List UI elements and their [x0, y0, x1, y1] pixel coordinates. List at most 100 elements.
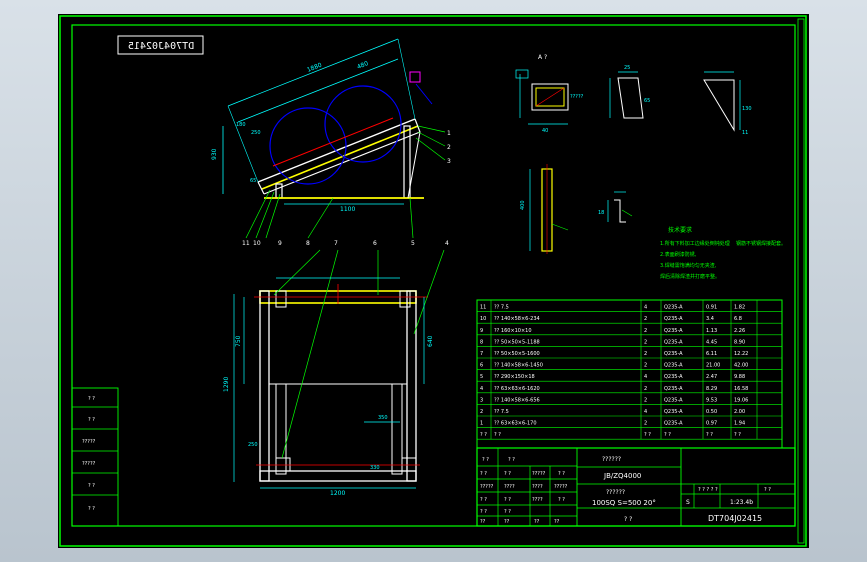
- plan-dim-text-18: 250: [248, 442, 258, 448]
- dim-line-2: [237, 58, 399, 123]
- table-cell-qty: 2: [644, 339, 647, 345]
- incline-end-right: [414, 118, 421, 133]
- tb-row-a-2: ?????: [532, 471, 546, 477]
- callout-bottom-8: 8: [306, 240, 310, 247]
- table-cell-w1: 4.45: [706, 339, 717, 345]
- table-cell-mat: Q235-A: [664, 409, 683, 415]
- table-cell-w2: 2.00: [734, 409, 745, 415]
- table-cell-w2: 16.58: [734, 386, 748, 392]
- dim-text-10: 180: [236, 122, 246, 128]
- detail-e-body: [614, 199, 626, 223]
- detail-marker: [409, 71, 421, 83]
- plan-dim-text-7: 1200: [330, 490, 345, 497]
- tb-row-d-0: ? ?: [480, 509, 487, 515]
- inner-frame: [71, 24, 796, 527]
- tb-row-a-3: ? ?: [558, 471, 565, 477]
- table-cell-w2: 12.22: [734, 351, 748, 357]
- table-cell-w1: 0.97: [706, 421, 717, 427]
- callout-bottom-9: 9: [278, 240, 282, 247]
- dim-text-3: 480: [356, 60, 369, 71]
- tb-col-mid-0: ??: [534, 519, 540, 525]
- plan-post-tr: [399, 290, 411, 308]
- left-strip-2: ?????: [82, 439, 96, 445]
- plan-dim-text-9: 640: [427, 335, 434, 347]
- table-cell-w2: 2.26: [734, 328, 745, 334]
- table-cell-name: ?? 7.5: [494, 409, 509, 415]
- tb-bottom-center: ? ?: [624, 516, 632, 523]
- callout-bottom-11: 11: [242, 240, 250, 247]
- tb-row-c-1: ? ?: [504, 497, 511, 503]
- table-cell-name: ?? 290×150×18: [494, 374, 535, 380]
- drawing-sheet[interactable]: DT704J02415 1880 480 1100 930 180 250 65: [58, 14, 809, 548]
- table-cell-w1: 1.13: [706, 328, 717, 334]
- table-cell-qty: 2: [644, 397, 647, 403]
- dim-text-14: 65: [250, 178, 256, 184]
- left-strip: ? ? ? ? ????? ????? ? ? ? ?: [71, 387, 119, 527]
- table-cell-name: ?? 140×58×6-1450: [494, 363, 543, 369]
- table-cell-mat: Q235-A: [664, 316, 683, 322]
- callout-bottom-10: 10: [253, 240, 261, 247]
- table-cell-mat: Q235-A: [664, 421, 683, 427]
- left-strip-3: ?????: [82, 461, 96, 467]
- detail-e-dim: 18: [598, 210, 604, 216]
- drawing-canvas[interactable]: DT704J02415 1880 480 1100 930 180 250 65: [58, 14, 809, 548]
- frame-strip-right: [797, 18, 805, 544]
- plan-view: 1290 750 640 1200 350 250 330: [223, 249, 445, 497]
- dim-text-11: 250: [251, 130, 261, 136]
- table-cell-no: 6: [480, 363, 483, 369]
- dim-text-2: 1100: [340, 206, 355, 213]
- detail-c-body: [703, 79, 735, 132]
- callout-top-3: 3: [447, 158, 451, 165]
- plan-dim-text-12: 330: [370, 465, 380, 471]
- table-cell-qty: 2: [644, 351, 647, 357]
- detail-a-dim: 40: [542, 128, 548, 134]
- dim-ext-1: [227, 105, 259, 183]
- title-block: ?????? JB/ZQ4000 ?????? 100SQ S=500 20° …: [476, 447, 796, 527]
- section-label: A ?: [538, 54, 547, 61]
- callout-top-1: 1: [447, 130, 451, 137]
- side-view-callouts: 11 10 9 8 7 6 5 4: [242, 189, 449, 247]
- table-cell-name: ?? 7.5: [494, 305, 509, 311]
- dim-ext-2: [397, 38, 416, 120]
- left-strip-5: ? ?: [88, 506, 95, 512]
- table-cell-qty: 4: [644, 409, 647, 415]
- tb-drawing-no: DT704J02415: [708, 514, 762, 523]
- plan-inner-left: [275, 383, 287, 475]
- tb-col-mid-2: ??: [480, 519, 486, 525]
- plan-bottom-beam: [259, 470, 417, 482]
- notes-line-1: 1.所有下料加工边缘处倒钝处理: [660, 240, 730, 247]
- table-cell-w1: 9.53: [706, 397, 717, 403]
- tb-col-mid-3: ??: [504, 519, 510, 525]
- leg-left: [275, 183, 283, 199]
- table-cell-w2: 1.94: [734, 421, 745, 427]
- notes-title: 技术要求: [668, 226, 692, 234]
- leader-3: [415, 137, 446, 161]
- table-cell-mat: Q235-A: [664, 339, 683, 345]
- callout-bottom-4: 4: [445, 240, 449, 247]
- table-cell-w2: 6.8: [734, 316, 742, 322]
- table-cell-no: ? ?: [480, 432, 487, 438]
- incline-beam-hl: [261, 125, 419, 190]
- table-cell-qty: 2: [644, 363, 647, 369]
- left-strip-1: ? ?: [88, 417, 95, 423]
- table-cell-no: 1: [480, 421, 483, 427]
- dim-line-overall: [227, 38, 399, 107]
- callout-bottom-7: 7: [334, 240, 338, 247]
- tb-scale-value: 1:23.4b: [730, 499, 753, 506]
- table-cell-w1: 21.00: [706, 363, 720, 369]
- table-cell-qty: 2: [644, 386, 647, 392]
- callout-bottom-6: 6: [373, 240, 377, 247]
- table-cell-name: ?? 140×58×6-234: [494, 316, 540, 322]
- tb-row-b-1: ????: [504, 484, 515, 490]
- tb-sheet-s: S: [686, 499, 690, 506]
- table-cell-w2: 9.88: [734, 374, 745, 380]
- detail-b: 65 25: [609, 65, 650, 119]
- tb-scale-box: ? ? ? ? ?: [698, 487, 718, 493]
- tb-misc-2: ? ?: [508, 457, 515, 463]
- table-cell-no: 5: [480, 374, 483, 380]
- detail-a: A ? ????? 40: [515, 54, 584, 134]
- plan-left-rail: [259, 290, 270, 482]
- tb-standard: JB/ZQ4000: [603, 472, 641, 480]
